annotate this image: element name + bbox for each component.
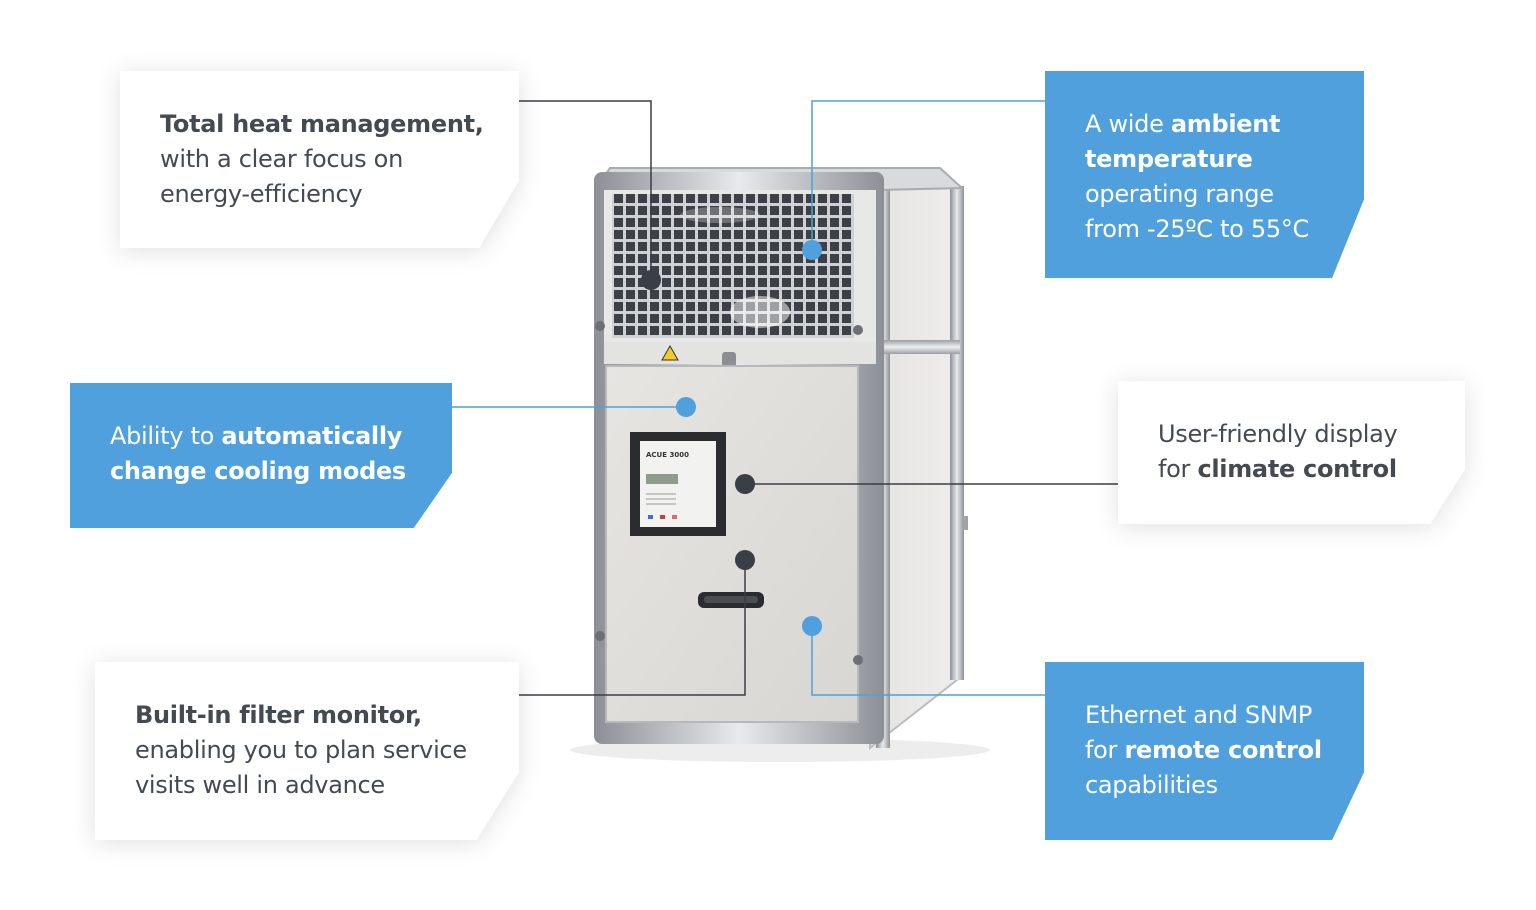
cooling-line-2: change cooling modes [110, 457, 406, 485]
heat-line-1: Total heat management, [160, 110, 484, 138]
display-line-1: User-friendly display [1158, 420, 1398, 448]
heat-line-3: energy-efficiency [160, 180, 363, 208]
dot-ethernet [802, 616, 822, 636]
callout-climate-display: User-friendly display for climate contro… [1118, 381, 1465, 524]
heat-line-2: with a clear focus on [160, 145, 403, 173]
cooling-line-1-bold: automatically [221, 422, 403, 450]
cooling-line-1-pre: Ability to [110, 422, 222, 450]
dot-display [735, 474, 755, 494]
display-line-2-bold: climate control [1197, 455, 1397, 483]
filter-line-1: Built-in filter monitor, [135, 701, 422, 729]
ethernet-line-2-bold: remote control [1124, 736, 1322, 764]
dot-ambient [802, 240, 822, 260]
ambient-line-1-bold: ambient [1170, 110, 1281, 138]
callout-cooling-modes: Ability to automatically change cooling … [70, 383, 452, 528]
ambient-line-3: operating range [1085, 180, 1274, 208]
cooling-unit-image: ACUE 3000 [570, 167, 990, 762]
callout-ambient-temperature: A wide ambient temperature operating ran… [1045, 71, 1364, 278]
callout-heat-management: Total heat management, with a clear focu… [120, 71, 519, 248]
connector-ambient [811, 100, 1045, 250]
dot-heat [641, 270, 661, 290]
filter-line-3: visits well in advance [135, 771, 385, 799]
ambient-line-2: temperature [1085, 145, 1253, 173]
connector-heat [519, 100, 652, 280]
connector-filter [519, 560, 746, 696]
display-line-2-pre: for [1158, 455, 1198, 483]
ambient-line-4: from -25ºC to 55°C [1085, 215, 1309, 243]
device-display-label: ACUE 3000 [646, 451, 689, 459]
connector-ethernet [811, 626, 1045, 696]
callout-filter-monitor: Built-in filter monitor, enabling you to… [95, 662, 519, 840]
ethernet-line-1: Ethernet and SNMP [1085, 701, 1313, 729]
ambient-line-1-pre: A wide [1085, 110, 1171, 138]
dot-cooling [676, 397, 696, 417]
ethernet-line-3: capabilities [1085, 771, 1218, 799]
callout-ethernet-snmp: Ethernet and SNMP for remote control cap… [1045, 662, 1364, 840]
ethernet-line-2-pre: for [1085, 736, 1125, 764]
dot-filter [735, 550, 755, 570]
filter-line-2: enabling you to plan service [135, 736, 467, 764]
